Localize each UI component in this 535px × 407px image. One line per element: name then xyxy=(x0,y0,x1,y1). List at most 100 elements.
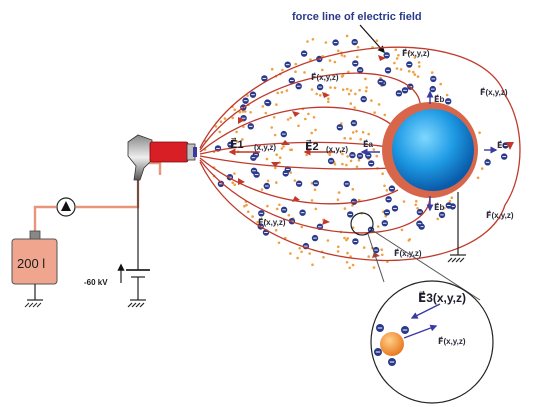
paint-dot xyxy=(416,207,419,210)
e1-sub-label: (x,y,z) xyxy=(254,143,276,152)
paint-dot xyxy=(345,163,348,167)
paint-dot xyxy=(370,99,373,102)
paint-dot xyxy=(415,199,418,203)
field-lines xyxy=(199,46,521,262)
paint-dot xyxy=(314,207,318,211)
paint-dot xyxy=(289,171,293,174)
paint-dot xyxy=(289,252,292,255)
paint-dot xyxy=(272,116,276,119)
voltage-label: -60 kV xyxy=(84,278,108,287)
paint-dot xyxy=(337,49,340,53)
paint-dot xyxy=(400,228,404,232)
electron-symbol xyxy=(247,123,254,130)
paint-dot xyxy=(450,196,454,199)
electron-symbol xyxy=(349,151,356,159)
paint-dot xyxy=(383,184,386,188)
paint-dot xyxy=(308,252,312,255)
paint-dot xyxy=(480,167,484,170)
paint-dot xyxy=(300,225,304,229)
f-right-label: F⃗(x,y,z) xyxy=(480,87,508,97)
electron-symbol xyxy=(381,220,388,227)
e3-label: E⃗3(x,y,z) xyxy=(418,291,466,305)
electron-symbol xyxy=(391,205,399,212)
paint-dot xyxy=(356,55,359,59)
electron-symbol xyxy=(372,246,380,254)
electron-symbol xyxy=(351,38,358,46)
paint-dot xyxy=(233,183,236,186)
paint-dot xyxy=(247,210,250,213)
paint-dot xyxy=(270,67,274,71)
electron-symbol xyxy=(501,153,508,160)
paint-dot xyxy=(356,45,360,49)
paint-dot xyxy=(445,93,449,97)
electron-symbol xyxy=(227,141,234,148)
paint-dot xyxy=(376,225,380,228)
paint-dot xyxy=(233,172,236,175)
electron-symbol xyxy=(388,185,396,192)
paint-dot xyxy=(394,48,398,52)
paint-dot xyxy=(285,89,289,92)
paint-dot xyxy=(349,137,352,140)
paint-dot xyxy=(372,148,376,151)
paint-dot xyxy=(326,239,330,242)
paint-dot xyxy=(346,87,349,91)
magnify-line-left xyxy=(367,233,385,283)
paint-dot xyxy=(380,248,384,251)
paint-dot xyxy=(241,110,245,113)
electron-symbol xyxy=(388,358,396,366)
paint-dot xyxy=(375,154,379,158)
paint-dot xyxy=(377,103,381,106)
paint-dot xyxy=(265,157,269,161)
paint-dot xyxy=(346,237,350,240)
paint-dot xyxy=(349,102,353,105)
paint-dot xyxy=(349,89,353,92)
paint-dot xyxy=(324,41,328,44)
paint-dot xyxy=(397,54,400,57)
paint-dot xyxy=(340,75,344,78)
paint-dot xyxy=(345,261,349,264)
paint-dot xyxy=(275,181,278,184)
electron-symbol xyxy=(429,85,436,93)
diagram-title: force line of electric field xyxy=(292,11,422,23)
f-top-right-label: F⃗(x,y,z) xyxy=(402,48,430,58)
paint-dot xyxy=(231,116,234,120)
paint-dot xyxy=(219,120,223,123)
electron-symbol xyxy=(360,95,367,103)
paint-dot xyxy=(284,236,287,240)
paint-dot xyxy=(413,56,417,59)
paint-dot xyxy=(355,165,359,169)
paint-dot xyxy=(353,106,357,109)
paint-dot xyxy=(358,88,361,92)
paint-dot xyxy=(280,91,284,94)
paint-dot xyxy=(294,70,297,73)
paint-dot xyxy=(289,116,292,120)
paint-dot xyxy=(313,188,317,191)
paint-dot xyxy=(314,128,317,132)
electron-symbol xyxy=(242,97,249,104)
paint-dot xyxy=(416,75,420,78)
paint-dot xyxy=(413,73,417,76)
electron-symbol xyxy=(332,39,339,46)
electron-symbol xyxy=(438,211,446,219)
electron-symbol xyxy=(300,50,308,57)
electron-symbol xyxy=(445,202,452,209)
paint-dot xyxy=(235,140,239,143)
paint-dot xyxy=(414,203,418,207)
e1-label: E⃗1 xyxy=(230,137,244,151)
paint-dot xyxy=(333,86,337,90)
paint-dot xyxy=(476,176,480,180)
paint-dot xyxy=(345,34,349,38)
electron-symbol xyxy=(383,209,391,216)
paint-dot xyxy=(333,60,337,64)
paint-dot xyxy=(275,153,279,156)
electron-symbol xyxy=(249,91,257,98)
paint-dot xyxy=(336,198,340,201)
electron-symbol xyxy=(327,157,335,165)
electron-symbol xyxy=(261,75,268,82)
paint-dot xyxy=(355,130,358,133)
electron-symbol xyxy=(430,75,437,83)
paint-dot xyxy=(275,103,278,106)
paint-dot xyxy=(294,62,298,66)
paint-dot xyxy=(251,215,254,218)
paint-dot xyxy=(280,147,284,150)
